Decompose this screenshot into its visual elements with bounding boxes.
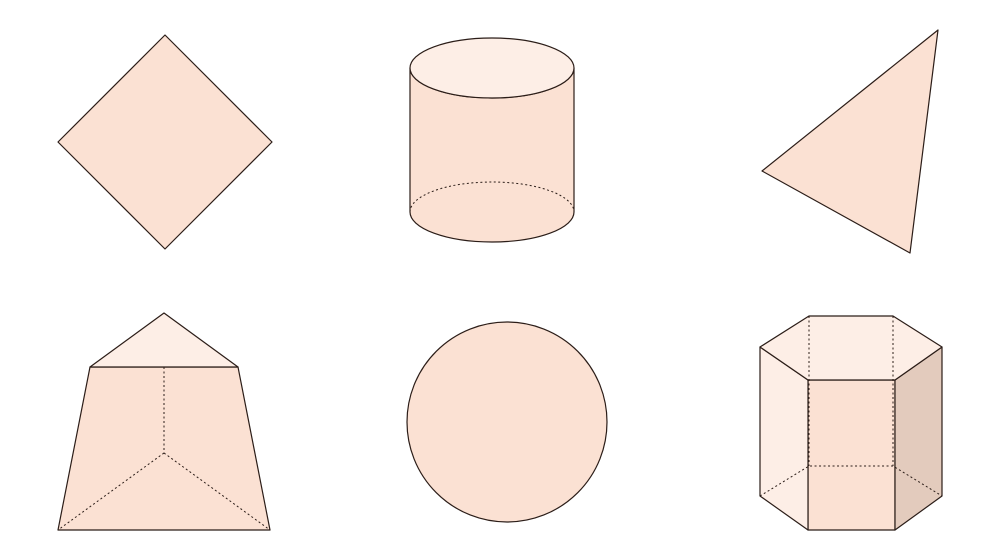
cylinder-shape: [409, 37, 575, 243]
diamond-shape: [57, 34, 273, 250]
cylinder-top-face: [409, 37, 575, 99]
frustum-hidden-edge-right: [163, 452, 271, 531]
circle-shape: [406, 321, 608, 523]
hexagonal-prism-shape: [759, 315, 943, 531]
hex-front-face: [807, 379, 896, 531]
frustum-shape: [57, 312, 271, 531]
cylinder-hidden-base-edge: [409, 181, 575, 213]
frustum-top-face: [89, 312, 239, 368]
triangle-shape: [761, 29, 939, 254]
hex-hidden-base: [759, 465, 943, 497]
frustum-hidden-edge-left: [57, 452, 165, 531]
